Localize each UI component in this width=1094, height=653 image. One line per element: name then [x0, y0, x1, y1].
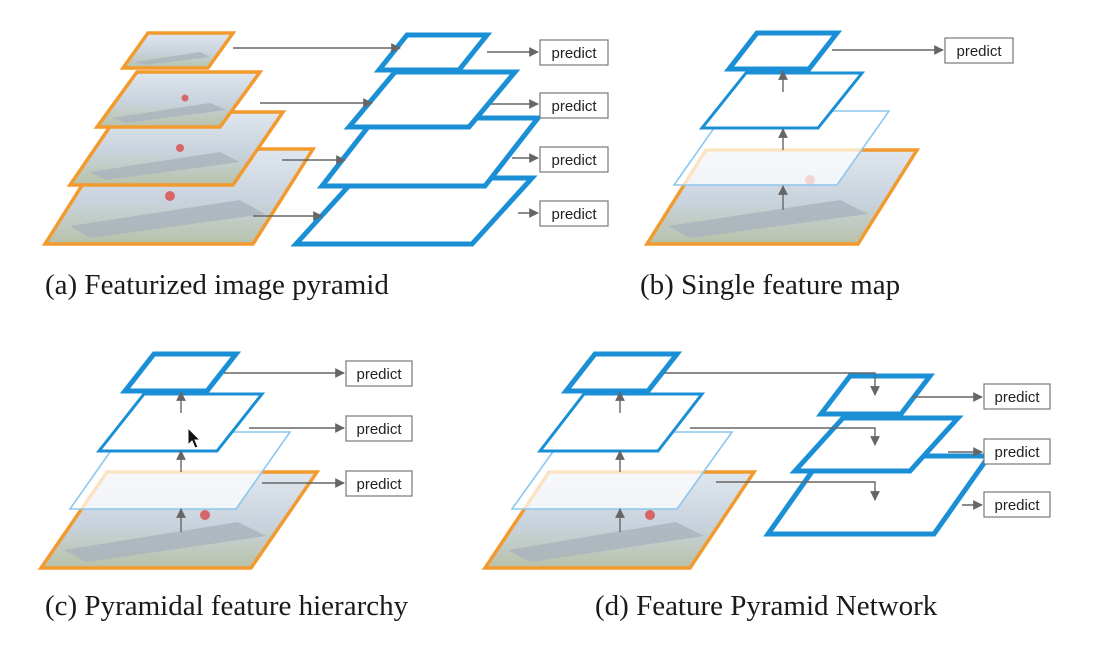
predict-box-c-3: predict [345, 470, 413, 497]
predict-box-a-1: predict [539, 39, 609, 66]
caption-d: (d) Feature Pyramid Network [595, 590, 938, 622]
predict-box-a-2: predict [539, 92, 609, 119]
predict-box-a-4: predict [539, 200, 609, 227]
bottom-up-map-d-1 [560, 351, 683, 394]
image-to-feature-arrows [233, 43, 401, 221]
panel-c: predict predict predict (c) Pyramidal fe… [37, 351, 413, 622]
predict-box-d-2: predict [983, 438, 1051, 465]
svg-text:predict: predict [956, 43, 1002, 60]
svg-text:predict: predict [551, 45, 597, 62]
lateral-connection-arrows [664, 372, 880, 501]
svg-text:predict: predict [356, 366, 402, 383]
feature-map-b-2 [698, 71, 866, 130]
feature-map-a-2 [343, 69, 521, 130]
predict-box-a-3: predict [539, 146, 609, 173]
svg-text:predict: predict [994, 497, 1040, 514]
caption-b: (b) Single feature map [640, 269, 900, 301]
feature-map-c-1 [119, 351, 242, 394]
predict-arrows-d [912, 392, 983, 510]
svg-text:predict: predict [551, 98, 597, 115]
svg-text:predict: predict [994, 444, 1040, 461]
feature-map-b-1 [723, 30, 843, 72]
caption-a: (a) Featurized image pyramid [45, 269, 389, 301]
predict-arrows-c [224, 368, 345, 488]
feature-stack-a [290, 32, 544, 247]
svg-text:predict: predict [551, 152, 597, 169]
predict-box-c-2: predict [345, 415, 413, 442]
svg-text:predict: predict [551, 206, 597, 223]
svg-text:predict: predict [356, 421, 402, 438]
feature-map-a-4 [290, 175, 538, 247]
predict-box-d-3: predict [983, 491, 1051, 518]
svg-text:predict: predict [994, 389, 1040, 406]
mouse-pointer-icon [187, 426, 202, 449]
image-layer-1-icon [119, 31, 237, 70]
panel-a: predict predict predict predict (a) Feat… [41, 31, 609, 301]
svg-text:predict: predict [356, 476, 402, 493]
image-layer-2-icon [93, 70, 264, 129]
panel-d: predict predict predict (d) Feature Pyra… [481, 351, 1051, 622]
image-layer-3-icon [66, 110, 287, 187]
predict-box-b: predict [944, 37, 1014, 64]
predict-box-d-1: predict [983, 383, 1051, 410]
predict-arrows-a [487, 47, 539, 218]
caption-c: (c) Pyramidal feature hierarchy [45, 590, 409, 622]
panel-b: predict (b) Single feature map [640, 30, 1014, 301]
feature-map-a-1 [373, 32, 493, 73]
feature-map-a-3 [316, 115, 544, 189]
predict-box-c-1: predict [345, 360, 413, 387]
image-pyramid [41, 31, 317, 246]
